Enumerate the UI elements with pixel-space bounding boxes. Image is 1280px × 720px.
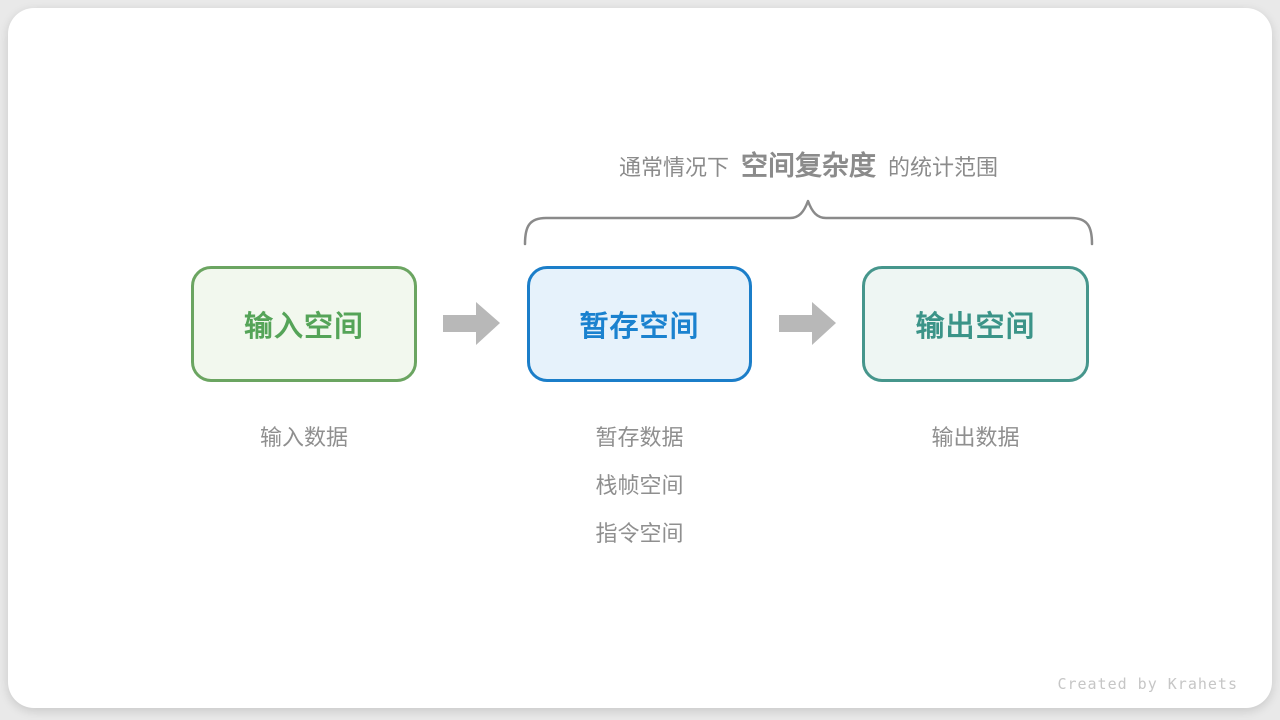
- caption-highlight: 空间复杂度: [741, 151, 876, 181]
- input-space-annotations: 输入数据: [191, 414, 417, 462]
- output-space-label: 输出空间: [915, 311, 1036, 343]
- annotation-line: 输出数据: [931, 425, 1020, 450]
- annotation-line: 暂存数据: [595, 425, 684, 450]
- credit-text: Created by Krahets: [1057, 675, 1238, 693]
- temporary-space-annotations: 暂存数据 栈帧空间 指令空间: [527, 414, 752, 558]
- caption-suffix: 的统计范围: [888, 155, 999, 180]
- temporary-space-box: 暂存空间: [527, 266, 752, 382]
- output-space-box: 输出空间: [862, 266, 1089, 382]
- scope-caption: 通常情况下 空间复杂度 的统计范围: [525, 144, 1092, 183]
- annotation-line: 指令空间: [595, 521, 684, 546]
- temporary-space-label: 暂存空间: [579, 311, 700, 343]
- input-space-box: 输入空间: [191, 266, 417, 382]
- annotation-line: 栈帧空间: [595, 473, 684, 498]
- annotation-line: 输入数据: [259, 425, 348, 450]
- caption-prefix: 通常情况下: [618, 155, 729, 180]
- output-space-annotations: 输出数据: [862, 414, 1089, 462]
- input-space-label: 输入空间: [243, 311, 364, 343]
